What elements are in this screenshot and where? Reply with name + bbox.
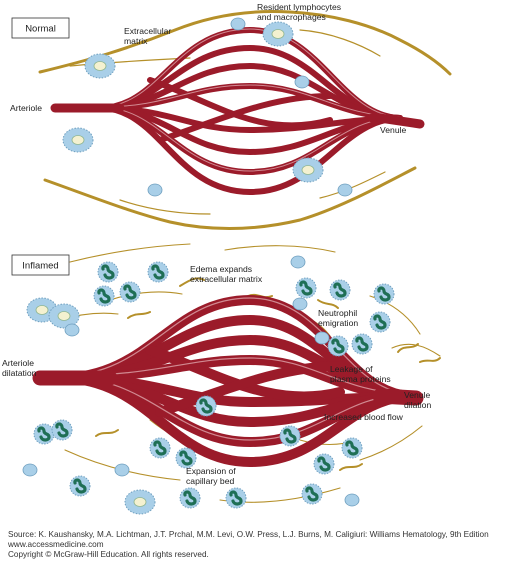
macrophage-cell — [84, 53, 116, 79]
neutrophil-cell — [300, 482, 324, 506]
label-venule: Venule — [380, 125, 407, 135]
normal-capillary-bed — [50, 26, 425, 196]
inflamed-lymphocytes — [22, 255, 360, 507]
neutrophil-cell — [224, 486, 248, 510]
normal-matrix-fibers — [38, 10, 452, 230]
lymphocyte-cell — [64, 323, 80, 337]
neutrophil-cell — [326, 334, 350, 358]
lymphocyte-cell — [114, 463, 130, 477]
neutrophil-cell — [118, 280, 142, 304]
neutrophil-cell — [92, 284, 116, 308]
neutrophil-cell — [278, 424, 302, 448]
neutrophil-cell — [350, 332, 374, 356]
label-edema: Edema expands extracellular matrix — [190, 264, 263, 284]
neutrophil-cell — [340, 436, 364, 460]
lymphocyte-cell — [344, 493, 360, 507]
lymphocyte-cell — [292, 297, 308, 311]
normal-resident-cells — [62, 17, 353, 197]
neutrophil-cell — [368, 310, 392, 334]
neutrophil-cell — [148, 436, 172, 460]
label-arteriole-dilatation: Arteriole dilatation — [2, 358, 37, 378]
lymphocyte-cell — [314, 331, 330, 345]
neutrophil-cell — [178, 486, 202, 510]
lymphocyte-cell — [337, 183, 353, 197]
macrophage-cell — [124, 489, 156, 515]
neutrophil-cell — [294, 276, 318, 300]
macrophage-cell — [292, 157, 324, 183]
label-arteriole: Arteriole — [10, 103, 42, 113]
neutrophil-cell — [312, 452, 336, 476]
label-leakage: Leakage of plasma proteins — [330, 364, 391, 384]
label-increased-flow: Increased blood flow — [324, 412, 404, 422]
lymphocyte-cell — [290, 255, 306, 269]
neutrophil-cell — [174, 446, 198, 470]
macrophage-cell — [262, 21, 294, 47]
lymphocyte-cell — [294, 75, 310, 89]
inflamed-matrix-strands — [95, 277, 441, 471]
label-expansion: Expansion of capillary bed — [186, 466, 238, 486]
source-website: www.accessmedicine.com — [8, 540, 104, 549]
neutrophil-cell — [68, 474, 92, 498]
label-extracellular-matrix: Extracellular matrix — [124, 26, 174, 46]
lymphocyte-cell — [230, 17, 246, 31]
macrophage-cell — [62, 127, 94, 153]
neutrophil-cell — [146, 260, 170, 284]
normal-panel-label-box — [11, 17, 70, 39]
label-neutrophil-emigration: Neutrophil emigration — [318, 308, 360, 328]
normal-panel-label: Normal — [25, 24, 56, 35]
neutrophil-cell — [194, 394, 218, 418]
lymphocyte-cell — [22, 463, 38, 477]
source-footer: Source: K. Kaushansky, M.A. Lichtman, J.… — [8, 530, 516, 560]
source-citation: Source: K. Kaushansky, M.A. Lichtman, J.… — [8, 530, 489, 539]
neutrophil-cell — [32, 422, 56, 446]
label-resident-cells: Resident lymphocytes and macrophages — [257, 2, 343, 22]
source-copyright: Copyright © McGraw-Hill Education. All r… — [8, 550, 209, 559]
neutrophil-cell — [372, 282, 396, 306]
inflamed-capillary-bed — [32, 294, 424, 468]
neutrophil-cell — [50, 418, 74, 442]
normal-panel: Normal — [10, 2, 452, 230]
lymphocyte-cell — [147, 183, 163, 197]
neutrophil-cell — [96, 260, 120, 284]
inflamed-panel: Inflamed — [2, 243, 441, 515]
inflamed-panel-label: Inflamed — [22, 261, 58, 272]
diagram: Normal — [2, 2, 452, 515]
label-venule-dilation: Venule dilation — [404, 390, 433, 410]
inflamed-panel-label-box — [11, 254, 70, 276]
neutrophil-cell — [328, 278, 352, 302]
